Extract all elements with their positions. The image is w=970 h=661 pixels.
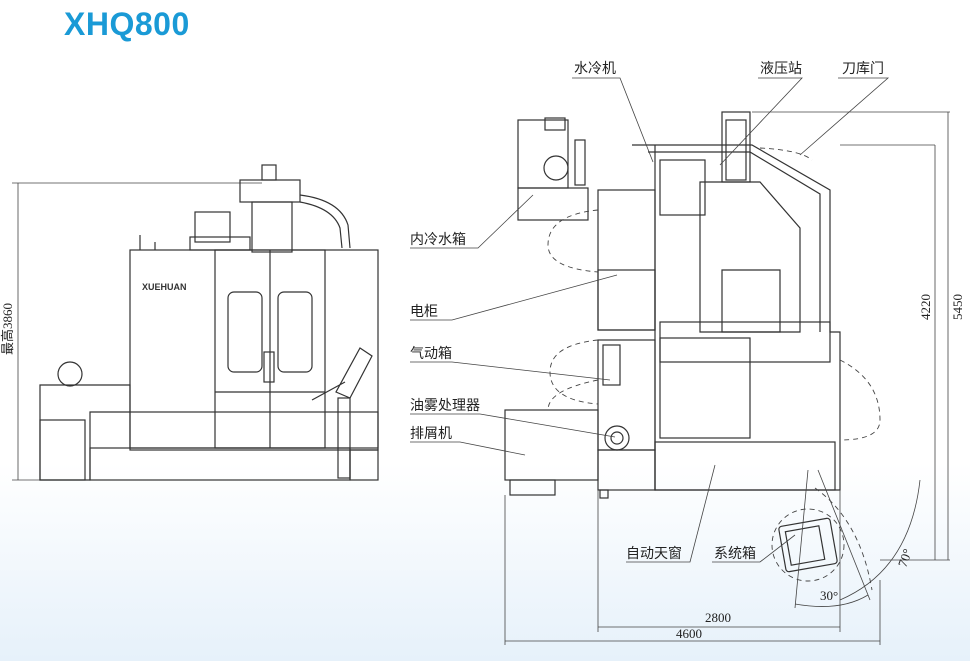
label-tool-magazine-door: 刀库门 [842, 61, 884, 77]
label-auto-skylight: 自动天窗 [626, 545, 682, 562]
label-coolant-tank: 内冷水箱 [410, 232, 466, 248]
label-water-chiller: 水冷机 [574, 61, 616, 77]
side-view-machine [410, 77, 950, 645]
dim-width-total: 4600 [676, 626, 702, 641]
front-height-label: 最高3860 [0, 303, 15, 355]
label-system-box: 系统箱 [714, 546, 756, 562]
label-electrical-cabinet: 电柜 [410, 304, 438, 320]
dim-height-total: 5450 [950, 294, 965, 320]
front-logo: XUEHUAN [142, 282, 187, 292]
front-view-machine: 最高3860 XUEHUAN [0, 164, 379, 481]
page-title: XHQ800 [64, 6, 190, 42]
dim-angle-30: 30° [820, 588, 838, 603]
label-pneumatic-box: 气动箱 [410, 346, 452, 362]
label-chip-conveyor: 排屑机 [410, 426, 452, 442]
label-hydraulic-station: 液压站 [760, 61, 802, 77]
dim-width-inner: 2800 [705, 610, 731, 625]
dim-angle-70: 70° [895, 547, 915, 569]
dim-height-inner: 4220 [918, 294, 933, 320]
label-oil-mist-processor: 油雾处理器 [410, 398, 480, 414]
